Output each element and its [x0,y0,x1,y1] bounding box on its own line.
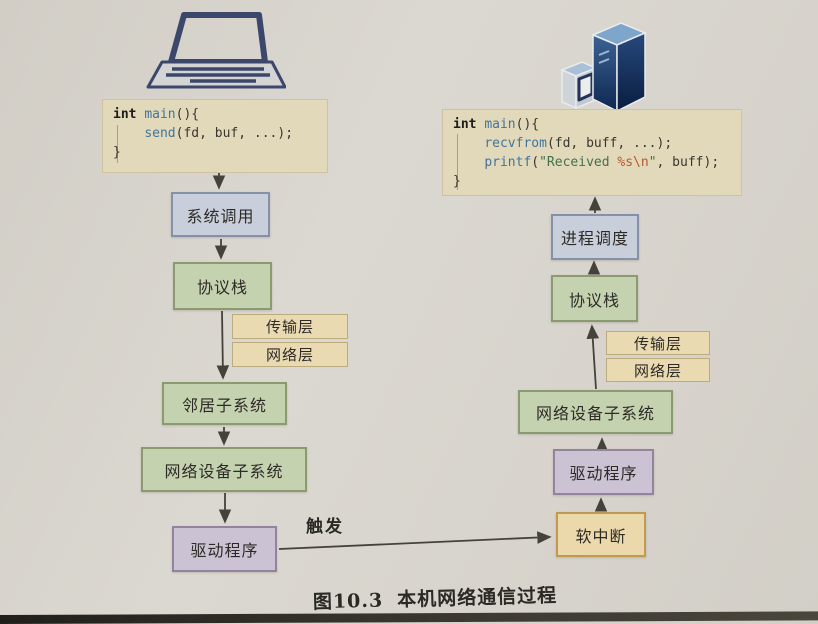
box-net-device-subsystem-recv: 网络设备子系统 [518,390,673,434]
indent-guide [117,125,118,163]
box-softirq: 软中断 [556,512,646,557]
figure-caption: 图10.3 本机网络通信过程 [285,580,586,615]
box-driver-recv: 驱动程序 [553,449,654,495]
figure-title: 本机网络通信过程 [396,584,558,612]
label-network-layer-recv: 网络层 [606,358,710,382]
label-network-layer-send: 网络层 [232,342,348,367]
box-driver-send: 驱动程序 [172,526,277,572]
box-net-device-subsystem-send: 网络设备子系统 [141,447,307,492]
label-transport-layer-recv: 传输层 [606,331,710,355]
box-neighbor-subsystem: 邻居子系统 [162,382,287,425]
server-icon [560,22,647,113]
receiver-code-block: int main(){ recvfrom(fd, buff, ...); pri… [442,109,742,196]
box-protocol-stack-send: 协议栈 [173,262,272,310]
laptop-icon [146,12,286,89]
figure-label: 图10.3 [312,589,384,614]
box-protocol-stack-recv: 协议栈 [551,275,638,322]
box-process-sched: 进程调度 [551,214,639,260]
page-bottom-edge [0,611,818,624]
indent-guide [457,134,458,190]
label-transport-layer-send: 传输层 [232,314,348,339]
sender-code-block: int main(){ send(fd, buf, ...);} [102,99,328,173]
box-syscall: 系统调用 [171,192,270,237]
trigger-label: 触发 [306,517,344,537]
